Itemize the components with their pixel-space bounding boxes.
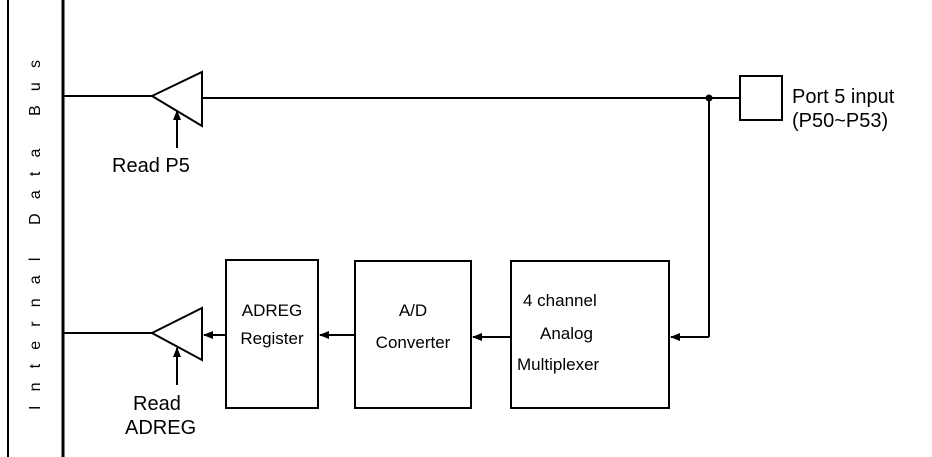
- read-p5-label: Read P5: [112, 155, 190, 177]
- read-adreg-buffer: [149, 306, 203, 362]
- read-adreg-label-line2: ADREG: [125, 417, 196, 439]
- adreg-register-block: [225, 259, 319, 409]
- port5-input-pin: [739, 75, 783, 121]
- ad-converter-label-line2: Converter: [376, 333, 451, 352]
- analog-multiplexer-block: [510, 260, 670, 409]
- internal-data-bus-label: Internal Data Bus: [27, 60, 44, 410]
- adreg-register-label-line1: ADREG: [242, 301, 302, 320]
- ad-converter-block: [354, 260, 472, 409]
- port5-label: Port 5 input: [792, 86, 895, 108]
- multiplexer-label-line1: 4 channel: [523, 291, 597, 310]
- multiplexer-label-line2: Analog: [540, 324, 593, 343]
- multiplexer-label-line3: Multiplexer: [517, 355, 600, 374]
- read-adreg-label-line1: Read: [133, 393, 181, 415]
- port5-pin-range: (P50~P53): [792, 110, 888, 132]
- adreg-register-label-line2: Register: [240, 329, 304, 348]
- ad-converter-label-line1: A/D: [399, 301, 427, 320]
